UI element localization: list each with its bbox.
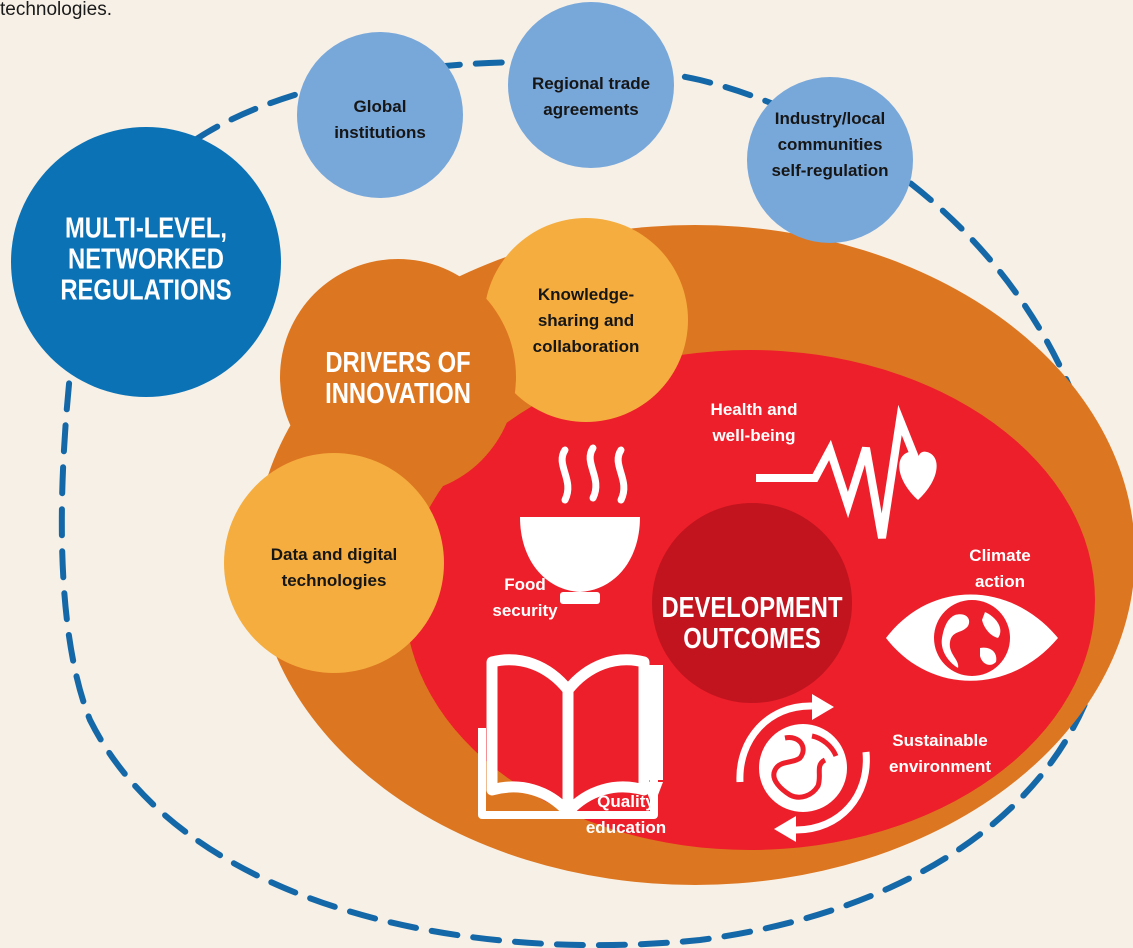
heartbeat-icon — [756, 404, 922, 539]
level-bubble-regional — [508, 2, 674, 168]
level-bubble-industry — [747, 77, 913, 243]
level-label-industry: Industry/local communities self-regulati… — [771, 109, 889, 180]
driver-bubble-knowledge — [484, 218, 688, 422]
heart-icon — [899, 451, 937, 500]
driver-label-knowledge: Knowledge- sharing and collaboration — [532, 285, 640, 356]
regulation-title: MULTI-LEVEL, NETWORKED REGULATIONS — [60, 212, 232, 307]
intro-text-fragment: technologies. — [0, 0, 112, 20]
eye-globe-icon — [886, 594, 1058, 681]
level-label-global: Global institutions — [334, 97, 426, 142]
bowl-icon — [520, 444, 640, 604]
driver-label-data: Data and digital technologies — [270, 545, 398, 590]
outcome-label-environment: Sustainable environment — [888, 731, 992, 776]
level-label-regional: Regional trade agreements — [531, 74, 651, 119]
drivers-title: DRIVERS OF INNOVATION — [325, 347, 471, 410]
outcome-label-climate: Climate action — [969, 546, 1031, 591]
regulation-circle — [11, 127, 281, 397]
outcome-label-food: Food security — [492, 575, 558, 620]
pencil-icon — [643, 665, 663, 808]
level-bubble-global — [297, 32, 463, 198]
driver-bubble-data — [224, 453, 444, 673]
outcome-label-education: Quality education — [585, 792, 667, 837]
development-title: DEVELOPMENT OUTCOMES — [661, 592, 843, 655]
drivers-circle — [280, 259, 516, 495]
outcome-label-health: Health and well-being — [710, 400, 798, 445]
development-circle — [652, 503, 852, 703]
recycling-globe-icon — [736, 694, 870, 842]
